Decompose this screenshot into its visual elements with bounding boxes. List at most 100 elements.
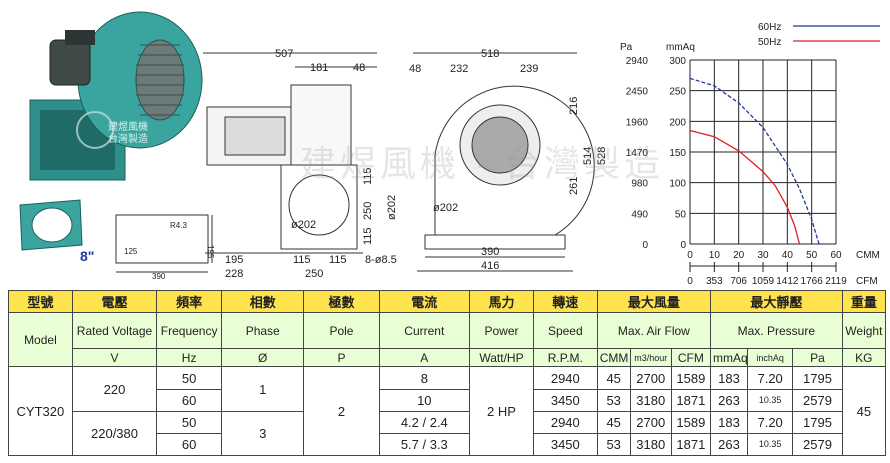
- pa-cell: 2579: [792, 432, 843, 457]
- y-tick-mmaq: 300: [669, 56, 686, 67]
- x-tick-cmm: 40: [782, 250, 794, 261]
- header-cn-airflow: 最大風量: [596, 289, 711, 314]
- cmm-cell: 45: [596, 366, 631, 390]
- y-tick-pa: 2940: [626, 56, 649, 67]
- m3h-cell: 3180: [629, 432, 672, 457]
- header-en-phase: Phase: [221, 312, 305, 350]
- rpm-cell: 2940: [532, 410, 598, 434]
- flange-radius-label: R4.3: [170, 221, 187, 230]
- pa-cell: 1795: [792, 366, 843, 390]
- x-tick-cfm: 2119: [825, 276, 847, 287]
- x-tick-cfm: 1059: [752, 276, 775, 287]
- dim-195: 195: [225, 254, 243, 266]
- y-tick-pa: 980: [631, 179, 648, 190]
- dim-250: 250: [305, 268, 323, 280]
- current-cell: 4.2 / 2.4: [378, 410, 471, 434]
- x-tick-cmm: 20: [733, 250, 745, 261]
- cmm-cell: 45: [596, 410, 631, 434]
- dim-228: 228: [225, 268, 243, 280]
- dim-514: 514: [582, 147, 594, 165]
- x-tick-cfm: 0: [687, 276, 693, 287]
- size-label: 8": [80, 248, 95, 264]
- dim-181: 181: [310, 62, 328, 74]
- x-tick-cmm: 30: [757, 250, 769, 261]
- cfm-cell: 1871: [670, 388, 711, 412]
- y-unit-pa: Pa: [620, 42, 633, 53]
- header-en-current: Current: [378, 312, 471, 350]
- dim-48: 48: [353, 62, 365, 74]
- header-cn-voltage: 電壓: [71, 289, 158, 314]
- dim-507: 507: [275, 48, 293, 60]
- x-unit-cfm: CFM: [856, 276, 878, 287]
- unit-rpm: R.P.M.: [532, 348, 598, 368]
- cmm-cell: 53: [596, 388, 631, 412]
- y-tick-mmaq: 150: [669, 148, 686, 159]
- current-cell: 8: [378, 366, 471, 390]
- unit-hz: Hz: [156, 348, 223, 368]
- inchaq-cell: 7.20: [746, 410, 794, 434]
- header-en-speed: Speed: [532, 312, 598, 350]
- header-en-model: Model: [8, 312, 73, 368]
- flange-height-label: 195: [206, 245, 215, 259]
- pa-cell: 2579: [792, 388, 843, 412]
- m3h-cell: 3180: [629, 388, 672, 412]
- flange-125-label: 125: [124, 247, 138, 256]
- header-cn-weight: 重量: [841, 289, 887, 314]
- badge-line-2: 台灣製造: [108, 134, 148, 145]
- side-view-drawing: 507 181 48 195 115 115 228 250 8-ø8.5 ø2…: [203, 48, 398, 280]
- header-cn-frequency: 頻率: [156, 289, 223, 314]
- pa-cell: 1795: [792, 410, 843, 434]
- power-cell: 2 HP: [469, 366, 534, 456]
- inchaq-cell: 7.20: [746, 366, 794, 390]
- fan-product-image: [29, 11, 203, 181]
- header-cn-current: 電流: [378, 289, 471, 314]
- header-en-voltage: Rated Voltage: [71, 312, 158, 350]
- header-en-pole: Pole: [303, 312, 380, 350]
- header-cn-phase: 相數: [221, 289, 305, 314]
- voltage-cell-2: 220/380: [71, 410, 158, 457]
- header-cn-speed: 轉速: [532, 289, 598, 314]
- header-en-pressure: Max. Pressure: [709, 312, 843, 350]
- dim-hole: 8-ø8.5: [365, 254, 397, 266]
- x-tick-cfm: 1412: [776, 276, 799, 287]
- legend-label: 50Hz: [758, 37, 781, 48]
- x-tick-cfm: 353: [706, 276, 723, 287]
- weight-cell: 45: [841, 366, 887, 456]
- badge-line-1: 建煜風機: [108, 122, 148, 133]
- dim-48-front: 48: [409, 63, 421, 75]
- dim-261: 261: [568, 177, 580, 195]
- unit-kg: KG: [841, 348, 887, 368]
- y-tick-mmaq: 100: [669, 179, 686, 190]
- x-tick-cmm: 50: [806, 250, 818, 261]
- unit-cfm: CFM: [670, 348, 711, 368]
- inchaq-cell: 10.35: [746, 432, 794, 457]
- y-tick-mmaq: 250: [669, 87, 686, 98]
- y-tick-pa: 490: [631, 209, 648, 220]
- mmaq-cell: 263: [709, 432, 749, 457]
- watermark: 建煜風機 · 台灣製造: [300, 143, 664, 184]
- voltage-cell-1: 220: [71, 366, 158, 412]
- phase-cell-1: 1: [221, 366, 305, 412]
- x-tick-cmm: 10: [709, 250, 721, 261]
- spec-table: 型號 電壓 頻率 相數 極數 電流 馬力 轉速 最大風量 最大靜壓 重量 Mod…: [8, 289, 887, 457]
- x-tick-cfm: 1766: [801, 276, 824, 287]
- unit-current: A: [378, 348, 471, 368]
- x-tick-cfm: 706: [730, 276, 747, 287]
- unit-mmaq: mmAq: [709, 348, 749, 368]
- cfm-cell: 1871: [670, 432, 711, 457]
- dim-518: 518: [481, 48, 499, 60]
- front-view-drawing: 518 48 232 239 ø202 390 416 216 261 514 …: [409, 48, 608, 272]
- rpm-cell: 2940: [532, 366, 598, 390]
- dim-216: 216: [568, 97, 580, 115]
- flange-image: [19, 199, 83, 251]
- freq-cell: 60: [156, 432, 223, 457]
- table-row: 60 5.7 / 3.3 3450 53 3180 1871 263 10.35…: [9, 432, 886, 457]
- rpm-cell: 3450: [532, 432, 598, 457]
- dim-239: 239: [520, 63, 538, 75]
- unit-phase: Ø: [221, 348, 305, 368]
- header-en-weight: Weight: [841, 312, 887, 350]
- freq-cell: 50: [156, 410, 223, 434]
- current-cell: 10: [378, 388, 471, 412]
- dim-v250: 250: [362, 202, 374, 220]
